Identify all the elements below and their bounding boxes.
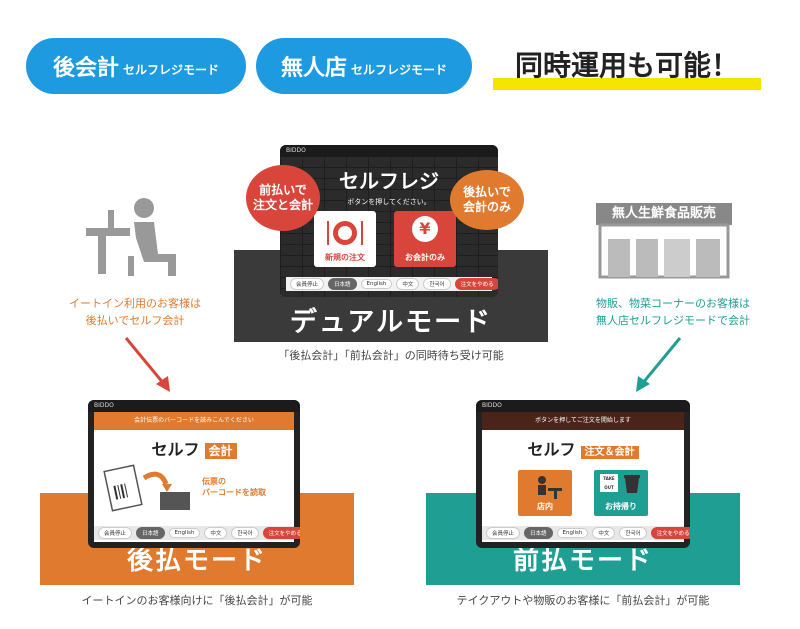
dual-mode-caption: 「後払会計」「前払会計」の同時待ち受け可能 — [278, 349, 504, 362]
brand-logo: BIDDO — [94, 402, 114, 409]
pill-sub-text: セルフレジモード — [123, 62, 220, 77]
stop-order-button[interactable]: 注文をやめる — [650, 527, 690, 539]
store-caption: 物販、物菜コーナーのお客様は 無人店セルフレジモードで会計 — [596, 297, 750, 327]
postpay-bubble-text: 後払いで 会計のみ — [462, 185, 511, 214]
maebarai-title: セルフ 注文＆会計 — [482, 436, 684, 460]
barcode-slip-icon — [103, 464, 190, 512]
lang-japanese[interactable]: 日本語 — [328, 278, 357, 290]
atobarai-kiosk-screen: BIDDO 会計伝票のバーコードを読みこんでください セルフ 会計 伝票の バー… — [88, 400, 300, 548]
maebarai-mode-label: 前払モード — [512, 546, 653, 576]
pill-sub-text: セルフレジモード — [351, 62, 448, 77]
title-self: セルフ — [527, 440, 576, 459]
maebarai-banner: ボタンを押してご注文を開始します — [482, 412, 684, 430]
title-kaikei: 会計 — [204, 443, 237, 459]
store-sign-text: 無人生鮮食品販売 — [611, 206, 716, 221]
lang-chinese[interactable]: 中文 — [396, 278, 420, 290]
atobarai-screen-body: 会計伝票のバーコードを読みこんでください セルフ 会計 伝票の バーコードを読取 — [94, 412, 294, 542]
takeout-button[interactable]: TAKE OUT お持帰り — [594, 470, 648, 516]
kiosk-topbar: BIDDO — [280, 145, 498, 157]
title-self: セルフ — [151, 440, 200, 459]
plate-cutlery-icon — [327, 221, 363, 245]
kiosk-topbar: BIDDO — [476, 400, 690, 412]
stop-order-button[interactable]: 注文をやめる — [262, 527, 300, 539]
headline-highlight — [493, 78, 761, 90]
store-building-icon — [598, 223, 730, 279]
eat-in-person-icon — [86, 198, 176, 276]
eat-in-label: 店内 — [537, 502, 553, 511]
lang-japanese[interactable]: 日本語 — [524, 527, 553, 539]
lang-english[interactable]: English — [556, 528, 589, 538]
atobarai-mode-label: 後払モード — [126, 546, 267, 576]
new-order-label: 新規の注文 — [325, 253, 365, 262]
headline: 同時運用も可能！ — [493, 40, 761, 90]
kiosk-topbar: BIDDO — [88, 400, 300, 412]
takeout-label: お持帰り — [605, 502, 637, 511]
brand-logo: BIDDO — [482, 402, 502, 409]
eat-in-caption: イートイン利用のお客様は 後払いでセルフ会計 — [69, 297, 201, 327]
dual-mode-label: デュアルモード — [289, 307, 493, 338]
new-order-button[interactable]: 新規の注文 — [314, 211, 376, 267]
lang-korean[interactable]: 한국어 — [231, 527, 259, 539]
pill-main-text: 後会計 — [52, 56, 119, 81]
lang-chinese[interactable]: 中文 — [592, 527, 616, 539]
atobarai-banner: 会計伝票のバーコードを読みこんでください — [94, 412, 294, 430]
arrow-to-atobarai — [124, 337, 170, 392]
lang-english[interactable]: English — [360, 279, 393, 289]
back-button[interactable]: 会員停止 — [98, 527, 133, 539]
lang-english[interactable]: English — [168, 528, 201, 538]
language-bar: 会員停止 日本語 English 中文 한국어 注文をやめる — [94, 526, 300, 540]
checkout-only-button[interactable]: ¥ お会計のみ — [394, 211, 456, 267]
dual-screen-title: セルフレジ — [339, 169, 439, 193]
title-order-kaikei: 注文＆会計 — [580, 446, 639, 459]
lang-chinese[interactable]: 中文 — [204, 527, 228, 539]
dining-table-icon — [538, 476, 562, 499]
lang-korean[interactable]: 한국어 — [423, 278, 451, 290]
yen-icon: ¥ — [412, 216, 438, 242]
cup-icon — [624, 475, 640, 493]
takeout-tag: TAKE OUT — [600, 474, 618, 492]
eat-in-button[interactable]: 店内 — [518, 470, 572, 516]
maebarai-kiosk-screen: BIDDO ボタンを押してご注文を開始します セルフ 注文＆会計 店内 TAKE… — [476, 400, 690, 548]
atobarai-title: セルフ 会計 — [94, 436, 294, 460]
pill-main-text: 無人店 — [280, 56, 347, 81]
back-button[interactable]: 会員停止 — [290, 278, 325, 290]
atobarai-caption: イートインのお客様向けに「後払会計」が可能 — [81, 594, 313, 607]
atobarai-instruction: 伝票の バーコードを読取 — [202, 477, 266, 497]
brand-logo: BIDDO — [286, 147, 306, 154]
back-button[interactable]: 会員停止 — [486, 527, 521, 539]
lang-japanese[interactable]: 日本語 — [136, 527, 165, 539]
postpay-bubble: 後払いで 会計のみ — [450, 170, 524, 230]
prepay-bubble: 前払いで 注文と会計 — [246, 165, 320, 231]
checkout-only-label: お会計のみ — [405, 253, 445, 262]
dual-screen-instruction: ボタンを押してください。 — [347, 198, 431, 206]
language-bar: 会員停止 日本語 English 中文 한국어 注文をやめる — [286, 277, 498, 291]
language-bar: 会員停止 日本語 English 中文 한국어 注文をやめる — [482, 526, 690, 540]
maebarai-caption: テイクアウトや物販のお客様に「前払会計」が可能 — [456, 594, 710, 607]
arrow-to-maebarai — [636, 337, 682, 392]
pill-mujinten-selfregi: 無人店 セルフレジモード — [256, 38, 472, 94]
lang-korean[interactable]: 한국어 — [619, 527, 647, 539]
pill-atobarai-selfregi: 後会計 セルフレジモード — [26, 38, 246, 94]
stop-order-button[interactable]: 注文をやめる — [454, 278, 498, 290]
maebarai-screen-body: ボタンを押してご注文を開始します セルフ 注文＆会計 店内 TAKE OUT お… — [482, 412, 684, 542]
store-sign: 無人生鮮食品販売 — [596, 203, 732, 225]
prepay-bubble-text: 前払いで 注文と会計 — [252, 183, 313, 212]
headline-text: 同時運用も可能！ — [514, 49, 739, 82]
